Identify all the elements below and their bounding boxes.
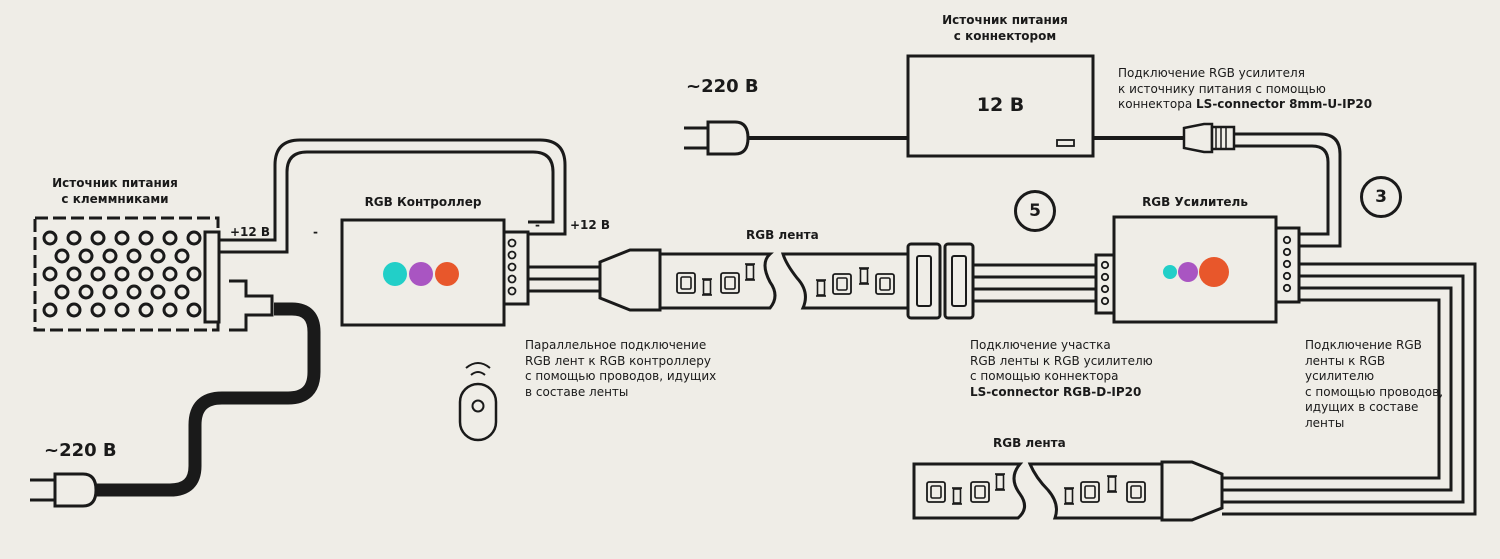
note-segment-l1: Подключение участка xyxy=(970,338,1111,352)
note-amp-psu-l3: коннектора LS-connector 8mm-U-IP20 xyxy=(1118,97,1372,113)
note-amp-strip-l1: Подключение RGB xyxy=(1305,338,1422,352)
vent-holes xyxy=(42,230,202,318)
amplifier-title: RGB Усилитель xyxy=(1142,195,1248,209)
controller-output-wires xyxy=(528,265,600,293)
psu-terminals xyxy=(33,216,274,332)
controller-title: RGB Контроллер xyxy=(364,195,482,209)
note-segment-l4: LS-connector RGB-D-IP20 xyxy=(970,384,1142,399)
rgb-amplifier xyxy=(1094,215,1301,324)
rgb-d-connector xyxy=(906,242,1096,320)
note-parallel: Параллельное подключение RGB лент к RGB … xyxy=(525,338,716,400)
rgb-strip-1 xyxy=(598,248,910,312)
note-amp-strip-l6: ленты xyxy=(1305,415,1345,430)
amp-led-purple xyxy=(1178,262,1198,282)
note-amp-psu-l1: Подключение RGB усилителя xyxy=(1118,66,1305,80)
rgb-strip-2 xyxy=(912,460,1224,522)
note-amp-strip-l3: усилителю xyxy=(1305,369,1375,383)
rgb-controller xyxy=(340,218,530,327)
mains-cable-left xyxy=(30,302,321,508)
psu-connector-title: Источник питания с коннектором xyxy=(920,13,1090,44)
psu-plus-label: +12 В xyxy=(230,225,271,239)
note-parallel-l3: с помощью проводов, идущих xyxy=(525,369,717,383)
psu-connector-unit xyxy=(906,54,1236,158)
mains-top-label: ~220 В xyxy=(686,76,759,97)
note-amp-psu-l3-text: коннектора xyxy=(1118,97,1197,111)
note-segment: Подключение участка RGB ленты к RGB усил… xyxy=(970,338,1153,400)
psu-connector-title-2: с коннектором xyxy=(953,28,1057,43)
marker-3: 3 xyxy=(1360,176,1402,218)
psu-terminals-title: Источник питания с клеммниками xyxy=(30,176,200,207)
note-amp-psu: Подключение RGB усилителя к источнику пи… xyxy=(1118,66,1372,113)
amp-led-orange xyxy=(1199,257,1229,287)
psu-minus-label: - xyxy=(313,225,318,239)
strip1-label: RGB лента xyxy=(746,228,819,242)
note-amp-psu-l2: к источнику питания с помощью xyxy=(1118,81,1326,96)
note-amp-strip-l5: идущих в составе xyxy=(1305,400,1419,414)
psu-voltage-label: 12 В xyxy=(976,94,1025,116)
remote-control-icon xyxy=(458,362,498,442)
led-purple xyxy=(409,262,433,286)
note-amp-psu-l3-bold: LS-connector 8mm-U-IP20 xyxy=(1196,97,1373,111)
mains-left-label: ~220 В xyxy=(44,440,117,461)
psu-terminals-title-2: с клеммниками xyxy=(61,191,169,206)
amp-led-cyan xyxy=(1163,265,1177,279)
note-parallel-l4: в составе ленты xyxy=(525,384,629,399)
mains-cable-top xyxy=(684,120,908,156)
controller-plus-label: +12 В xyxy=(570,218,611,232)
note-amp-strip-l4: с помощью проводов, xyxy=(1305,384,1444,399)
note-segment-l3: с помощью коннектора xyxy=(970,369,1119,383)
amplifier-output-wires xyxy=(1222,262,1477,516)
note-segment-l2: RGB ленты к RGB усилителю xyxy=(970,353,1153,368)
psu-terminals-title-1: Источник питания xyxy=(52,176,178,190)
note-amp-strip-l2: ленты к RGB xyxy=(1305,353,1386,368)
led-orange xyxy=(435,262,459,286)
marker-5: 5 xyxy=(1014,190,1056,232)
controller-minus-label: - xyxy=(535,218,540,232)
note-parallel-l2: RGB лент к RGB контроллеру xyxy=(525,353,711,368)
psu-to-controller-wires xyxy=(219,138,567,254)
psu-connector-title-1: Источник питания xyxy=(942,13,1068,27)
input-arrow-icon xyxy=(229,279,274,332)
note-parallel-l1: Параллельное подключение xyxy=(525,338,707,352)
led-cyan xyxy=(383,262,407,286)
psu-to-amplifier-wires xyxy=(1234,132,1342,248)
note-amp-strip: Подключение RGB ленты к RGB усилителю с … xyxy=(1305,338,1443,431)
strip2-label: RGB лента xyxy=(993,436,1066,450)
